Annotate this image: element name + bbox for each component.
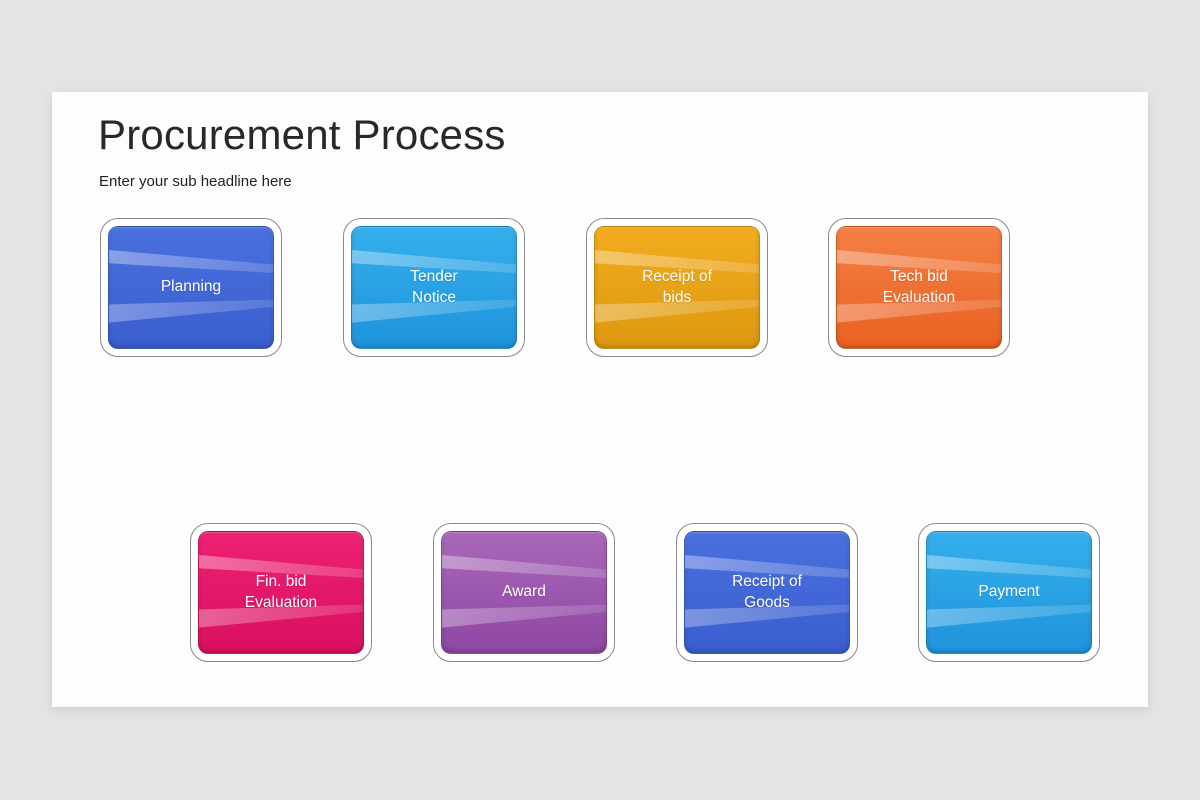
slide-title: Procurement Process — [98, 111, 506, 158]
node-award-tile: Award — [441, 531, 607, 654]
node-label: Fin. bid Evaluation — [244, 573, 318, 611]
node-label: Receipt of Goods — [732, 573, 802, 611]
node-planning: Planning — [100, 218, 282, 357]
node-planning-tile: Planning — [108, 226, 274, 349]
node-label: Tender Notice — [410, 268, 458, 306]
node-label: Receipt of bids — [642, 268, 712, 306]
slide-subtitle: Enter your sub headline here — [99, 173, 292, 190]
node-fin-bid-evaluation-tile: Fin. bid Evaluation — [198, 531, 364, 654]
node-receipt-of-bids: Receipt of bids — [586, 218, 768, 357]
node-label: Payment — [978, 583, 1040, 601]
node-tender-notice-tile: Tender Notice — [351, 226, 517, 349]
node-tech-bid-evaluation: Tech bid Evaluation — [828, 218, 1010, 357]
node-payment: Payment — [918, 523, 1100, 662]
node-payment-tile: Payment — [926, 531, 1092, 654]
node-receipt-of-bids-tile: Receipt of bids — [594, 226, 760, 349]
node-label: Award — [502, 583, 546, 601]
node-fin-bid-evaluation: Fin. bid Evaluation — [190, 523, 372, 662]
node-receipt-of-goods: Receipt of Goods — [676, 523, 858, 662]
node-label: Tech bid Evaluation — [882, 268, 956, 306]
node-label: Planning — [160, 278, 222, 296]
node-tender-notice: Tender Notice — [343, 218, 525, 357]
node-award: Award — [433, 523, 615, 662]
node-receipt-of-goods-tile: Receipt of Goods — [684, 531, 850, 654]
node-tech-bid-evaluation-tile: Tech bid Evaluation — [836, 226, 1002, 349]
